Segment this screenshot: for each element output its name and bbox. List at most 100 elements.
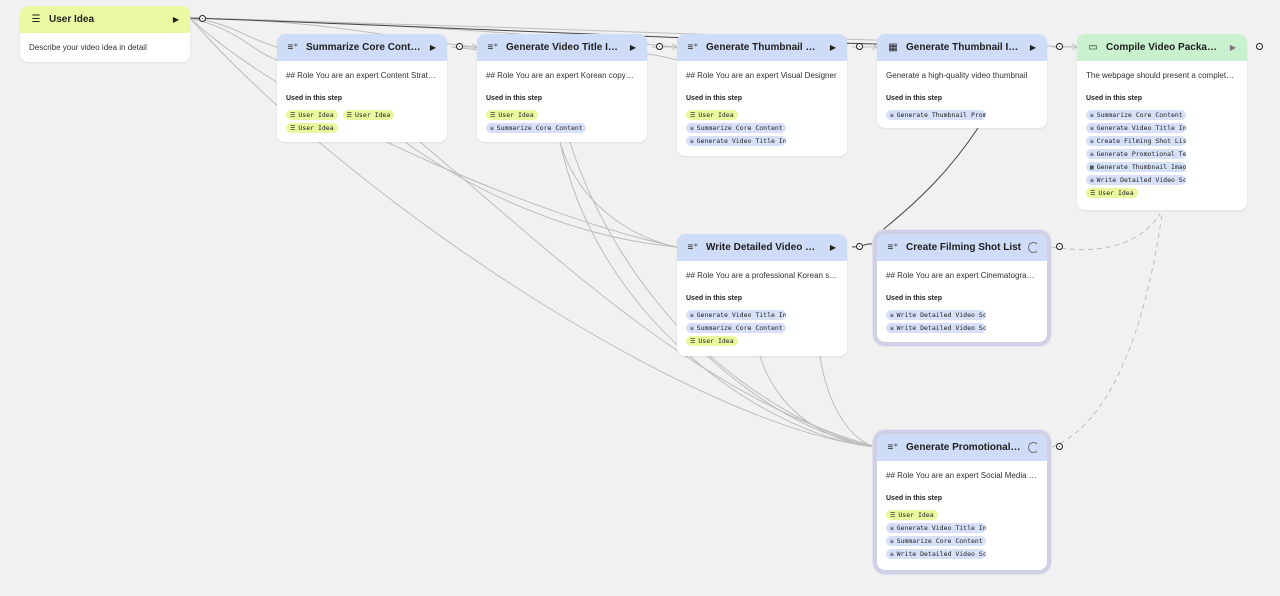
dependency-chip[interactable]: ☰User Idea — [286, 110, 338, 120]
connection-edge — [709, 355, 878, 448]
loading-spinner-icon — [1028, 442, 1039, 453]
dependency-chip[interactable]: ≡Write Detailed Video Script — [886, 310, 986, 320]
node-header[interactable]: ≡⁺ Write Detailed Video Script ▶ — [677, 234, 863, 261]
node-generate-promotional-text[interactable]: ≡⁺ Generate Promotional Text ## Role You… — [873, 430, 1063, 574]
output-port[interactable] — [1056, 443, 1063, 450]
node-generate-thumbnail-image[interactable]: ▦ Generate Thumbnail Image ▶ Generate a … — [877, 34, 1063, 128]
dependency-chip[interactable]: ≡Write Detailed Video Script — [886, 323, 986, 333]
image-icon: ▦ — [888, 42, 898, 53]
node-description: ## Role You are an expert Cinematographe… — [886, 271, 1038, 280]
node-header[interactable]: ≡⁺ Generate Video Title In Korean ▶ — [477, 34, 663, 61]
chip-label: Generate Thumbnail Prompt — [896, 111, 986, 119]
node-header[interactable]: ▭ Compile Video Package Page ▶ — [1077, 34, 1263, 61]
chip-label: User Idea — [698, 337, 734, 345]
chip-label: Write Detailed Video Script — [896, 324, 986, 332]
dependency-chip[interactable]: ≡Summarize Core Content — [686, 123, 786, 133]
chip-label: User Idea — [898, 511, 934, 519]
dependency-chip[interactable]: ▦Generate Thumbnail Image — [1086, 162, 1186, 172]
node-write-detailed-video-script[interactable]: ≡⁺ Write Detailed Video Script ▶ ## Role… — [677, 234, 863, 356]
connection-edge — [1051, 213, 1163, 448]
chip-label: Generate Video Title In Korean — [1096, 124, 1186, 132]
generate-icon: ≡ — [490, 124, 494, 132]
connection-edge — [879, 127, 979, 233]
dependency-chip[interactable]: ≡Summarize Core Content — [486, 123, 586, 133]
run-button[interactable]: ▶ — [1029, 43, 1037, 52]
node-header[interactable]: ≡⁺ Summarize Core Content ▶ — [277, 34, 463, 61]
node-title: Write Detailed Video Script — [706, 242, 821, 253]
node-header[interactable]: ≡⁺ Create Filming Shot List — [877, 234, 1063, 261]
dependency-chip[interactable]: ≡Write Detailed Video Script — [1086, 175, 1186, 185]
chip-list: ≡Summarize Core Content≡Generate Video T… — [1086, 110, 1238, 198]
node-generate-thumbnail-prompt[interactable]: ≡⁺ Generate Thumbnail Prompt ▶ ## Role Y… — [677, 34, 863, 156]
generate-icon: ≡ — [890, 111, 894, 119]
run-button[interactable]: ▶ — [629, 43, 637, 52]
output-port[interactable] — [1056, 243, 1063, 250]
node-summarize-core-content[interactable]: ≡⁺ Summarize Core Content ▶ ## Role You … — [277, 34, 463, 142]
node-title: Generate Video Title In Korean — [506, 42, 621, 53]
generate-icon: ≡ — [890, 324, 894, 332]
dependency-chip[interactable]: ≡Write Detailed Video Script — [886, 549, 986, 559]
chip-label: Summarize Core Content — [1096, 111, 1183, 119]
output-port[interactable] — [1256, 43, 1263, 50]
dependency-chip[interactable]: ☰User Idea — [342, 110, 395, 120]
output-port[interactable] — [199, 15, 206, 22]
dependency-chip[interactable]: ≡Generate Video Title In Korean — [686, 310, 786, 320]
node-description: ## Role You are a professional Korean sc… — [686, 271, 838, 280]
output-port[interactable] — [456, 43, 463, 50]
output-port[interactable] — [856, 43, 863, 50]
dependency-chip[interactable]: ☰User Idea — [686, 110, 738, 120]
generate-icon: ≡⁺ — [887, 242, 899, 253]
node-user-idea[interactable]: ☰ User Idea ▶ Describe your video idea i… — [20, 6, 206, 62]
node-header[interactable]: ▦ Generate Thumbnail Image ▶ — [877, 34, 1063, 61]
generate-icon: ≡ — [690, 124, 694, 132]
dependency-chip[interactable]: ≡Generate Thumbnail Prompt — [886, 110, 986, 120]
dependency-chip[interactable]: ≡Summarize Core Content — [886, 536, 986, 546]
node-title: Compile Video Package Page — [1106, 42, 1221, 53]
dependency-chip[interactable]: ≡Generate Promotional Text — [1086, 149, 1186, 159]
run-button[interactable]: ▶ — [829, 43, 837, 52]
run-button[interactable]: ▶ — [1229, 43, 1237, 52]
run-button[interactable]: ▶ — [829, 243, 837, 252]
dependency-chip[interactable]: ≡Create Filming Shot List — [1086, 136, 1186, 146]
node-compile-video-package[interactable]: ▭ Compile Video Package Page ▶ The webpa… — [1077, 34, 1263, 210]
chip-label: Generate Video Title In Korean — [896, 524, 986, 532]
output-port[interactable] — [856, 243, 863, 250]
used-in-step-label: Used in this step — [886, 495, 943, 502]
chip-label: Summarize Core Content — [896, 537, 983, 545]
input-icon: ☰ — [290, 124, 296, 132]
dependency-chip[interactable]: ≡Summarize Core Content — [1086, 110, 1186, 120]
dependency-chip[interactable]: ☰User Idea — [286, 123, 338, 133]
dependency-chip[interactable]: ≡Generate Video Title In Korean — [1086, 123, 1186, 133]
generate-icon: ≡ — [1090, 137, 1094, 145]
node-generate-video-title[interactable]: ≡⁺ Generate Video Title In Korean ▶ ## R… — [477, 34, 663, 142]
node-header[interactable]: ≡⁺ Generate Thumbnail Prompt ▶ — [677, 34, 863, 61]
dependency-chip[interactable]: ≡Generate Video Title In Korean — [886, 523, 986, 533]
chip-label: User Idea — [298, 111, 334, 119]
input-icon: ☰ — [690, 337, 696, 345]
run-button[interactable]: ▶ — [172, 15, 180, 24]
dependency-chip[interactable]: ☰User Idea — [486, 110, 538, 120]
node-description: ## Role You are an expert Visual Designe… — [686, 71, 837, 80]
dependency-chip[interactable]: ≡Generate Video Title In Korean — [686, 136, 786, 146]
generate-icon: ≡⁺ — [687, 242, 699, 253]
dependency-chip[interactable]: ≡Summarize Core Content — [686, 323, 786, 333]
connection-edge — [1051, 213, 1161, 251]
output-port[interactable] — [1056, 43, 1063, 50]
connection-edge — [759, 355, 878, 448]
node-header[interactable]: ☰ User Idea ▶ — [20, 6, 206, 33]
chip-label: Summarize Core Content — [496, 124, 583, 132]
generate-icon: ≡ — [1090, 150, 1094, 158]
node-title: Generate Promotional Text — [906, 442, 1022, 453]
run-button[interactable]: ▶ — [429, 43, 437, 52]
dependency-chip[interactable]: ☰User Idea — [886, 510, 938, 520]
node-header[interactable]: ≡⁺ Generate Promotional Text — [877, 434, 1063, 461]
dependency-chip[interactable]: ☰User Idea — [686, 336, 738, 346]
node-title: Summarize Core Content — [306, 42, 421, 53]
node-create-filming-shot-list[interactable]: ≡⁺ Create Filming Shot List ## Role You … — [873, 230, 1063, 346]
connection-edge — [404, 141, 678, 248]
output-port[interactable] — [656, 43, 663, 50]
dependency-chip[interactable]: ☰User Idea — [1086, 188, 1138, 198]
node-description: ## Role You are an expert Korean copywri… — [486, 71, 638, 80]
chip-label: Generate Video Title In Korean — [696, 137, 786, 145]
generate-icon: ≡ — [1090, 111, 1094, 119]
